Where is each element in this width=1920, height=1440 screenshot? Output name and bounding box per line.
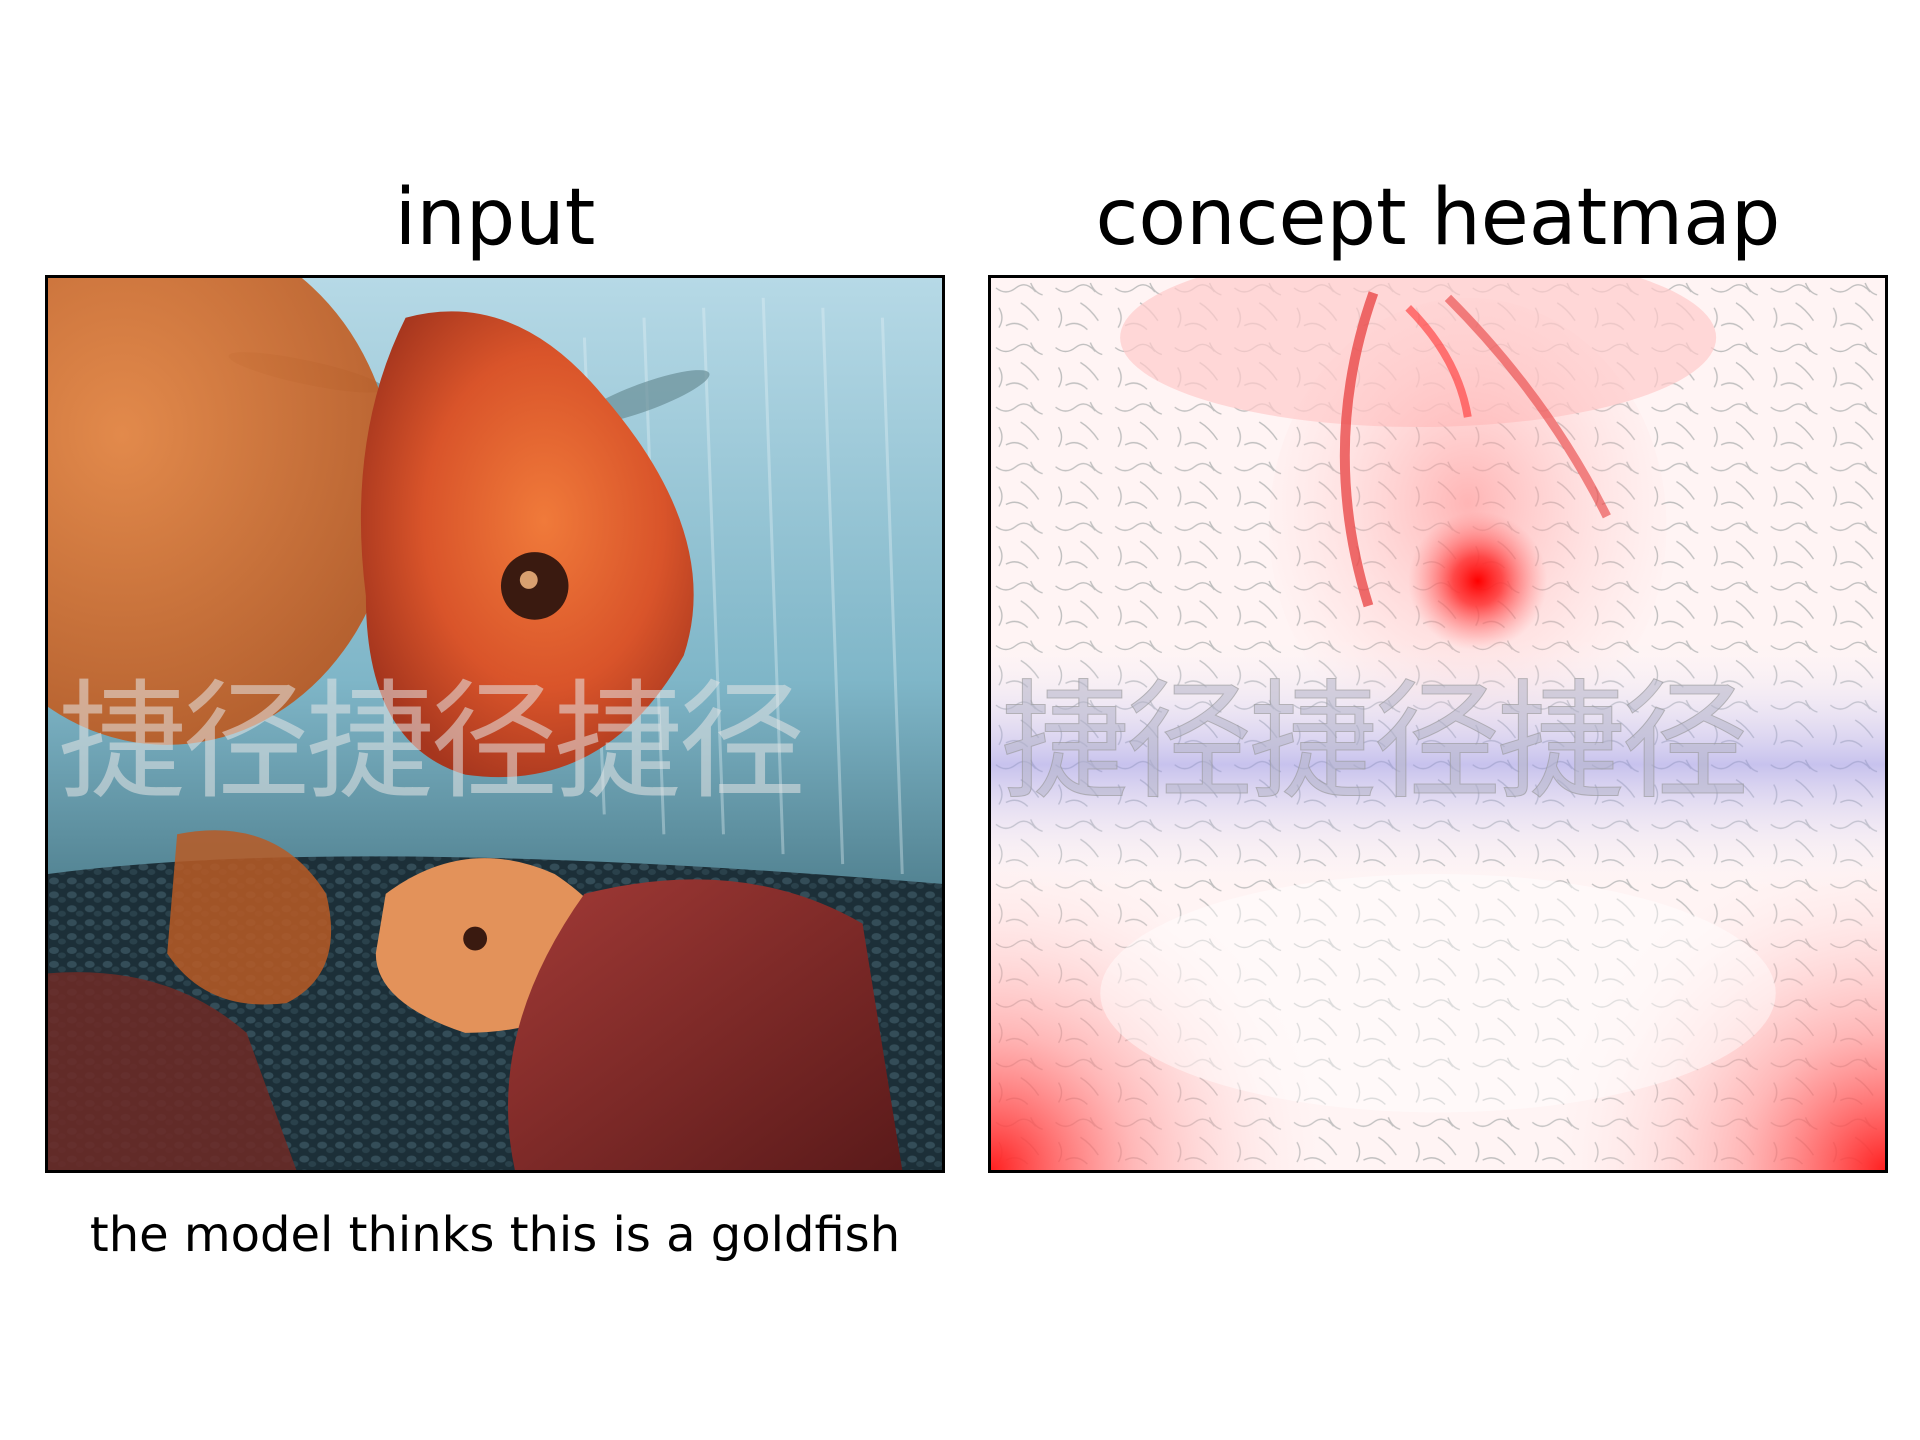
heatmap-panel-title: concept heatmap xyxy=(1095,173,1781,263)
heatmap-visual xyxy=(991,278,1885,1170)
input-panel-title: input xyxy=(394,173,596,263)
goldfish-photo xyxy=(48,278,942,1170)
concept-heatmap-image: 捷径捷径捷径 xyxy=(988,275,1888,1173)
prediction-caption: the model thinks this is a goldfish xyxy=(89,1207,901,1263)
input-image: 捷径捷径捷径 xyxy=(45,275,945,1173)
